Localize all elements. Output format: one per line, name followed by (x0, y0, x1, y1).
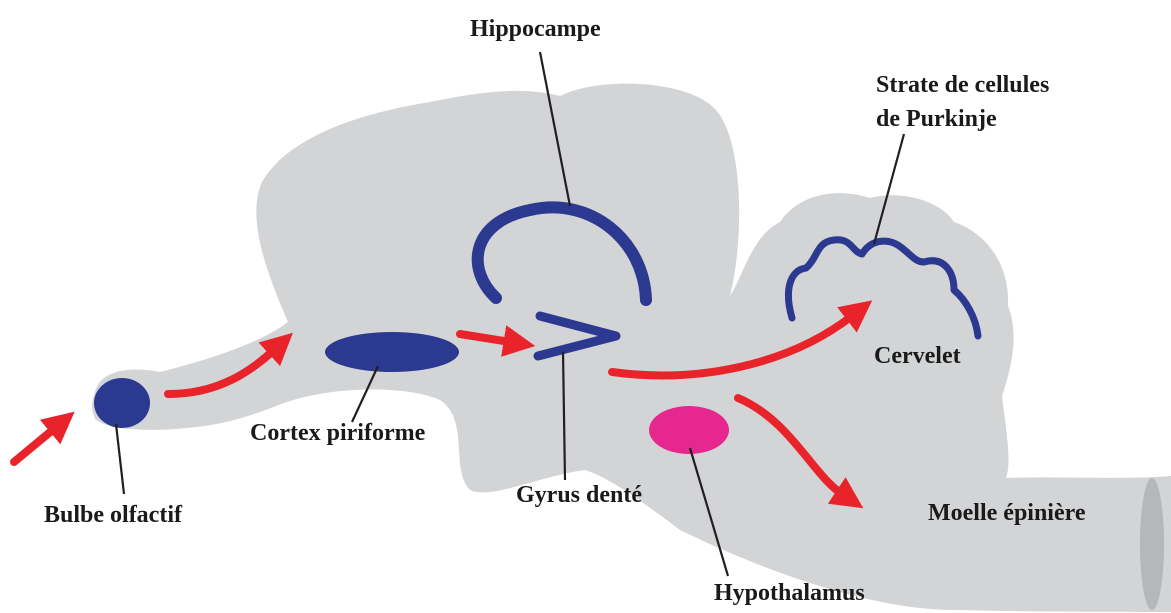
label-purkinje-line2: de Purkinje (876, 106, 997, 132)
label-cortex-piriforme: Cortex piriforme (250, 420, 426, 446)
label-hippocampe: Hippocampe (470, 16, 601, 42)
hypothalamus-shape (649, 406, 729, 454)
label-purkinje-line1: Strate de cellules (876, 72, 1049, 98)
label-cervelet: Cervelet (874, 343, 961, 369)
label-gyrus-dente: Gyrus denté (516, 482, 642, 508)
cortex-piriforme-shape (325, 332, 459, 372)
brain-silhouette (92, 84, 1171, 612)
label-hypothalamus: Hypothalamus (714, 580, 865, 606)
arrow-input (14, 428, 55, 462)
brain-body (92, 84, 1171, 612)
leader-bulbe (116, 424, 124, 494)
label-bulbe-olfactif: Bulbe olfactif (44, 502, 183, 528)
bulbe-olfactif-shape (94, 378, 150, 428)
spinal-cord-end (1140, 478, 1164, 610)
label-moelle-epiniere: Moelle épinière (928, 500, 1086, 526)
